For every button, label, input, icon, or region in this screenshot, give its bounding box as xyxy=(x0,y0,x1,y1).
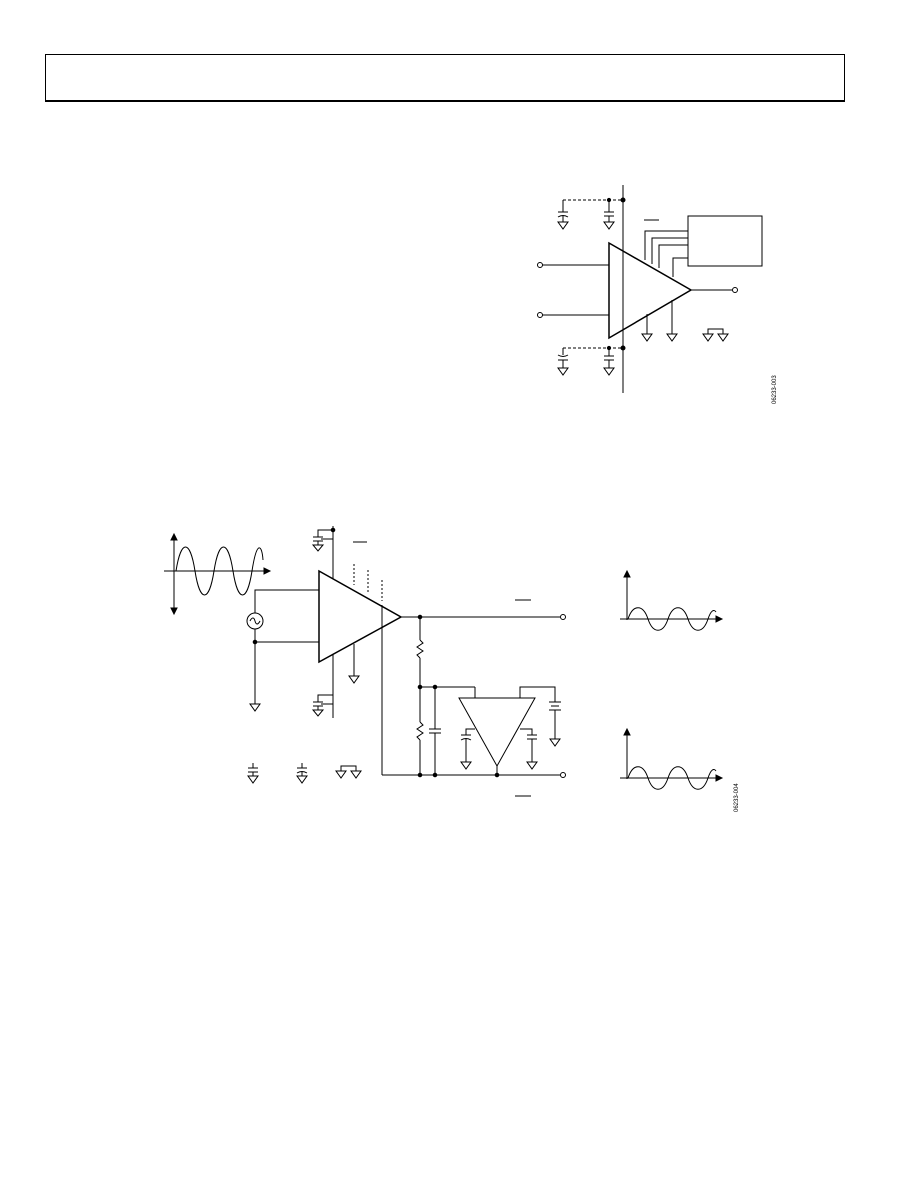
figure-code: 06233-003 xyxy=(772,375,778,404)
junction-dot xyxy=(620,345,626,351)
control-wire xyxy=(658,244,688,268)
reference-waveform-plot xyxy=(620,727,724,790)
ref-output-terminal xyxy=(560,772,566,778)
amplifier-triangle-icon xyxy=(608,241,693,340)
capacitor-icon xyxy=(603,200,615,230)
electrolytic-capacitor-icon xyxy=(557,200,569,230)
output-terminal xyxy=(560,614,566,620)
output-sine-wave xyxy=(627,607,717,631)
resistor-icon xyxy=(416,721,424,741)
electrolytic-capacitor-icon xyxy=(460,728,475,770)
junction-dot xyxy=(432,772,438,778)
page-header-box xyxy=(45,54,845,102)
capacitor-icon xyxy=(311,694,333,717)
buffer-triangle-icon xyxy=(458,697,536,768)
battery-icon xyxy=(549,701,561,747)
ground-symbols-legend xyxy=(702,328,729,342)
control-wire xyxy=(644,230,688,260)
output-waveform-plot xyxy=(620,569,724,631)
input-terminal xyxy=(537,262,543,268)
ground-icon xyxy=(348,644,360,684)
junction-dot xyxy=(417,772,423,778)
ground-symbols-legend xyxy=(335,765,362,779)
figure-1-schematic: 06233-003 xyxy=(537,185,778,404)
resistor-icon xyxy=(416,639,424,659)
capacitor-icon xyxy=(603,348,615,376)
control-wire xyxy=(651,237,688,264)
output-terminal xyxy=(732,287,738,293)
buffer-wire xyxy=(519,686,556,702)
ground-icon xyxy=(249,703,261,712)
input-sine-wave xyxy=(175,546,264,596)
electrolytic-capacitor-legend-icon xyxy=(296,763,308,784)
capacitor-legend-icon xyxy=(247,763,259,784)
source-wire xyxy=(254,589,319,613)
source-tilde xyxy=(249,617,261,625)
reference-sine-wave xyxy=(627,766,717,790)
amplifier-triangle-icon xyxy=(318,569,403,664)
capacitor-icon xyxy=(520,728,538,770)
input-waveform-plot xyxy=(164,532,272,616)
control-block xyxy=(687,215,763,267)
ground-icon xyxy=(666,300,678,342)
ground-icon xyxy=(641,314,653,342)
junction-dot xyxy=(620,197,626,203)
capacitor-icon xyxy=(311,529,333,552)
input-terminal xyxy=(537,312,543,318)
figure-2-schematic: 06233-004 xyxy=(164,526,740,812)
control-wire xyxy=(672,257,688,277)
electrolytic-capacitor-icon xyxy=(557,348,569,376)
figure-code: 06233-004 xyxy=(734,783,740,812)
capacitor-icon xyxy=(429,687,441,775)
